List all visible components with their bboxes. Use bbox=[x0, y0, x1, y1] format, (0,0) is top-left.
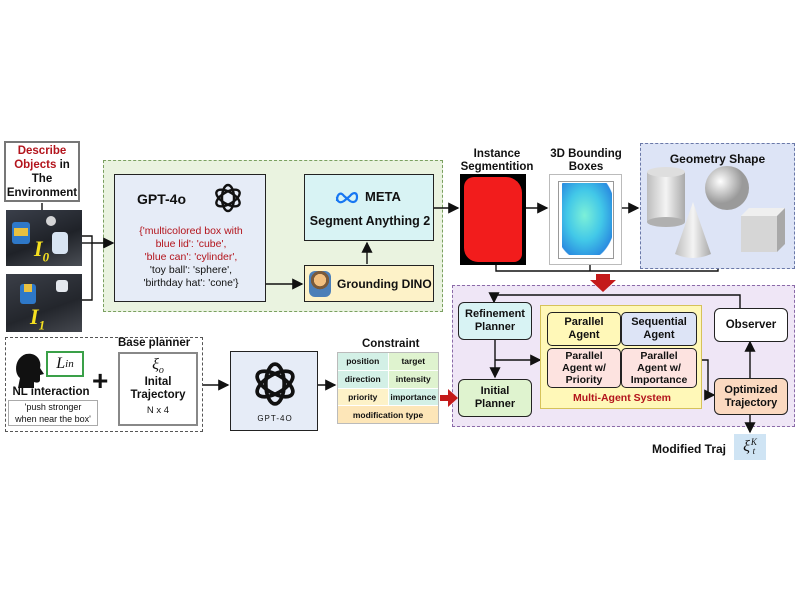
meta-brand: META bbox=[335, 189, 401, 204]
image-label-i0: I0 bbox=[34, 236, 50, 265]
image-label-i1: I1 bbox=[30, 304, 46, 332]
describe-objects-box: Describe Objects in The Environment bbox=[4, 141, 80, 202]
xi-o-symbol: ξo bbox=[152, 356, 164, 377]
constraint-grid: position target direction intensity prio… bbox=[337, 352, 439, 424]
gpt4o-logo-box: GPT-4O bbox=[230, 351, 318, 431]
base-planner-title: Base planner bbox=[118, 337, 191, 349]
grounding-dino-box: Grounding DINO bbox=[304, 265, 434, 302]
mapping-line-3: 'blue can': 'cylinder', bbox=[144, 251, 238, 263]
dino-mascot-icon bbox=[309, 270, 331, 297]
constraint-position: position bbox=[338, 353, 388, 370]
openai-logo-icon bbox=[215, 183, 241, 213]
describe-line2: Objects in The bbox=[14, 158, 70, 185]
scene-image-0: I0 bbox=[6, 210, 82, 266]
mapping-line-4: 'toy ball': 'sphere', bbox=[149, 264, 233, 276]
geometry-title: Geometry Shape bbox=[669, 152, 766, 166]
geometry-shapes-icon bbox=[647, 166, 785, 258]
gpt4o-title: GPT-4o bbox=[137, 191, 187, 207]
modified-traj-label: Modified Traj bbox=[652, 442, 727, 456]
constraint-title: Constraint bbox=[362, 338, 420, 350]
instance-seg-image bbox=[460, 174, 526, 265]
observer-box: Observer bbox=[714, 308, 788, 342]
grounding-dino-title: Grounding DINO bbox=[337, 276, 432, 291]
constraint-priority: priority bbox=[338, 388, 388, 406]
sam2-box: META Segment Anything 2 bbox=[304, 174, 434, 241]
describe-line3: Environment bbox=[6, 186, 78, 199]
constraint-direction: direction bbox=[338, 370, 388, 388]
multi-agent-system-label: Multi-Agent System bbox=[572, 392, 671, 404]
constraint-target: target bbox=[388, 353, 438, 370]
describe-line1: Describe bbox=[17, 144, 67, 157]
plus-sign: + bbox=[92, 365, 109, 396]
mapping-line-1: {'multicolored box with bbox=[139, 225, 243, 237]
meta-logo-icon bbox=[335, 191, 359, 203]
trajectory-dims: N x 4 bbox=[146, 405, 170, 417]
openai-logo-large-icon bbox=[255, 362, 295, 406]
constraint-modification-type: modification type bbox=[338, 406, 438, 423]
constraint-importance: importance bbox=[388, 388, 438, 406]
mapping-line-2: blue lid': 'cube', bbox=[155, 238, 227, 250]
nl-interaction-label: NL interaction bbox=[12, 386, 90, 398]
bbox3d-image bbox=[549, 174, 622, 265]
gpt4o-logo-text: GPT-4O bbox=[257, 414, 293, 423]
constraint-intensity: intensity bbox=[388, 370, 438, 388]
speaking-head-icon bbox=[16, 353, 44, 388]
object-shape-mapping: {'multicolored box with blue lid': 'cube… bbox=[119, 225, 263, 290]
gpt4o-box: GPT-4o {'multicolored box with blue lid'… bbox=[114, 174, 266, 302]
sam2-title: Segment Anything 2 bbox=[309, 214, 431, 228]
mapping-line-5: 'birthday hat': 'cone'} bbox=[143, 277, 239, 289]
scene-image-1: I1 bbox=[6, 274, 82, 332]
